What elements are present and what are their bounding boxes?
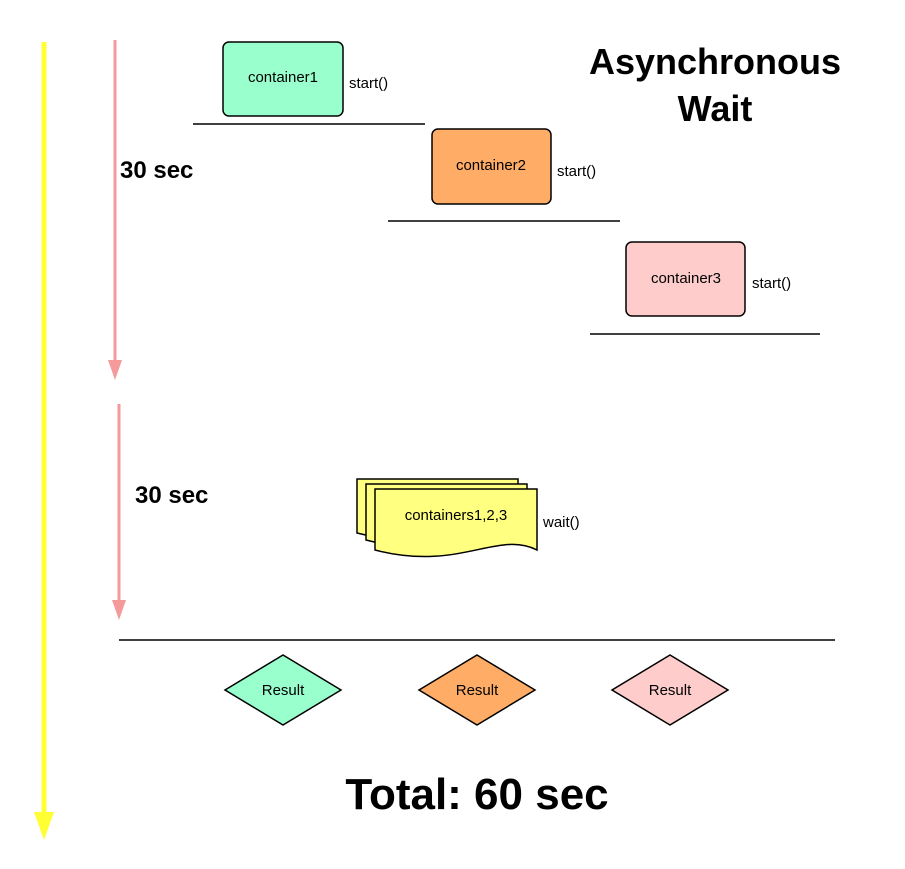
- wait-group-doc-front: [374, 488, 538, 558]
- overall-timeline-arrow: [34, 42, 54, 840]
- container1-start-call: start(): [349, 75, 388, 92]
- wait-group-node: containers1,2,3: [356, 478, 538, 558]
- container2-label: container2: [456, 157, 526, 174]
- result-3-diamond: [610, 654, 730, 726]
- result-3-label: Result: [649, 682, 692, 699]
- total-label: Total: 60 sec: [345, 770, 608, 819]
- container2-start-call: start(): [557, 163, 596, 180]
- result-1-node: Result: [223, 654, 343, 726]
- container1-node: container1: [222, 41, 344, 117]
- duration-arrow-2: [112, 404, 126, 620]
- title-line-1: Asynchronous: [589, 41, 841, 82]
- result-2-node: Result: [417, 654, 537, 726]
- container3-label: container3: [651, 270, 721, 287]
- result-1-diamond: [223, 654, 343, 726]
- container2-box: [431, 128, 552, 205]
- wait-call: wait(): [542, 514, 580, 531]
- container1-label: container1: [248, 69, 318, 86]
- duration-arrow-1: [108, 40, 122, 380]
- wait-group-label: containers1,2,3: [405, 507, 508, 524]
- container1-box: [222, 41, 344, 117]
- result-2-label: Result: [456, 682, 499, 699]
- duration-arrow-1-head: [108, 360, 122, 380]
- container2-node: container2: [431, 128, 552, 205]
- container3-box: [625, 241, 746, 317]
- container3-start-call: start(): [752, 275, 791, 292]
- result-1-label: Result: [262, 682, 305, 699]
- overall-timeline-head: [34, 812, 54, 840]
- duration-arrow-2-head: [112, 600, 126, 620]
- duration-label-2: 30 sec: [135, 482, 208, 509]
- duration-label-1: 30 sec: [120, 157, 193, 184]
- container3-node: container3: [625, 241, 746, 317]
- result-2-diamond: [417, 654, 537, 726]
- title-line-2: Wait: [678, 88, 753, 129]
- result-3-node: Result: [610, 654, 730, 726]
